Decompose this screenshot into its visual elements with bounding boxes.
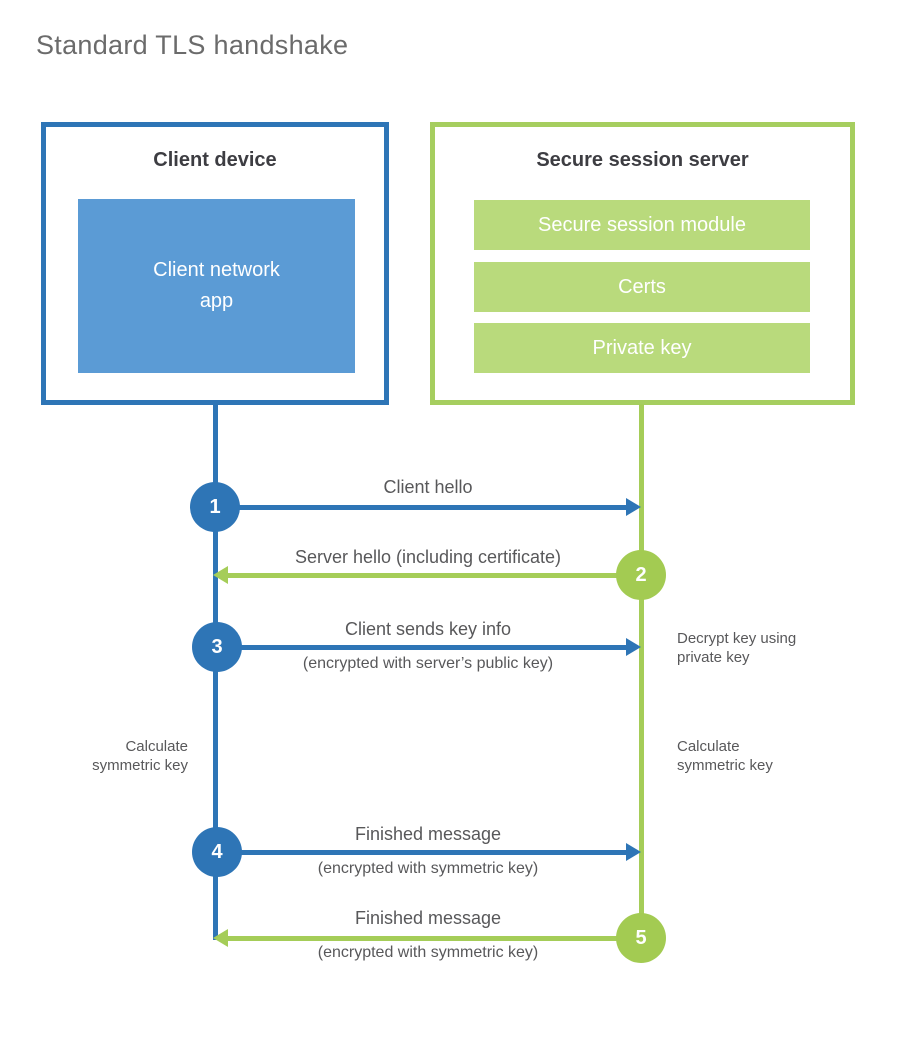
secure-session-server-title: Secure session server — [536, 149, 749, 171]
client-network-app-box: Client network app — [78, 199, 355, 373]
step3-label: Client sends key info — [344, 619, 512, 639]
step-circle-2: 2 — [616, 550, 666, 600]
arrow-step3-head-icon — [626, 638, 641, 656]
step3-sublabel: (encrypted with server’s public key) — [302, 655, 554, 672]
step-circle-1: 1 — [190, 482, 240, 532]
step5-label: Finished message — [354, 908, 502, 928]
client-app-label-line1: Client network — [153, 259, 280, 281]
step-circle-3: 3 — [192, 622, 242, 672]
step4-sublabel: (encrypted with symmetric key) — [317, 860, 539, 877]
server-module-certs: Certs — [474, 262, 810, 312]
step1-label: Client hello — [383, 477, 473, 497]
arrow-step4-shaft — [217, 850, 628, 855]
client-app-label-line2: app — [199, 290, 234, 312]
page-title: Standard TLS handshake — [36, 30, 349, 60]
step-circle-5: 5 — [616, 913, 666, 963]
arrow-step5-head-icon — [213, 929, 228, 947]
arrow-step1-shaft — [215, 505, 628, 510]
client-network-app-label: Client network app — [153, 255, 280, 317]
server-module-secure-session-module: Secure session module — [474, 200, 810, 250]
arrow-step2-head-icon — [213, 566, 228, 584]
note-decrypt-key: Decrypt key using private key — [677, 630, 797, 666]
note-calculate-symmetric-key-client: Calculate symmetric key — [92, 738, 188, 774]
step5-sublabel: (encrypted with symmetric key) — [317, 944, 539, 961]
server-module-private-key: Private key — [474, 323, 810, 373]
note-calculate-symmetric-key-server: Calculate symmetric key — [677, 738, 773, 774]
arrow-step1-head-icon — [626, 498, 641, 516]
arrow-step5-shaft — [227, 936, 641, 941]
step-circle-4: 4 — [192, 827, 242, 877]
client-device-title: Client device — [153, 149, 277, 171]
step4-label: Finished message — [354, 824, 502, 844]
step2-label: Server hello (including certificate) — [294, 547, 562, 567]
client-lifeline — [213, 404, 218, 940]
server-lifeline — [639, 404, 644, 938]
arrow-step3-shaft — [217, 645, 628, 650]
arrow-step4-head-icon — [626, 843, 641, 861]
arrow-step2-shaft — [227, 573, 641, 578]
